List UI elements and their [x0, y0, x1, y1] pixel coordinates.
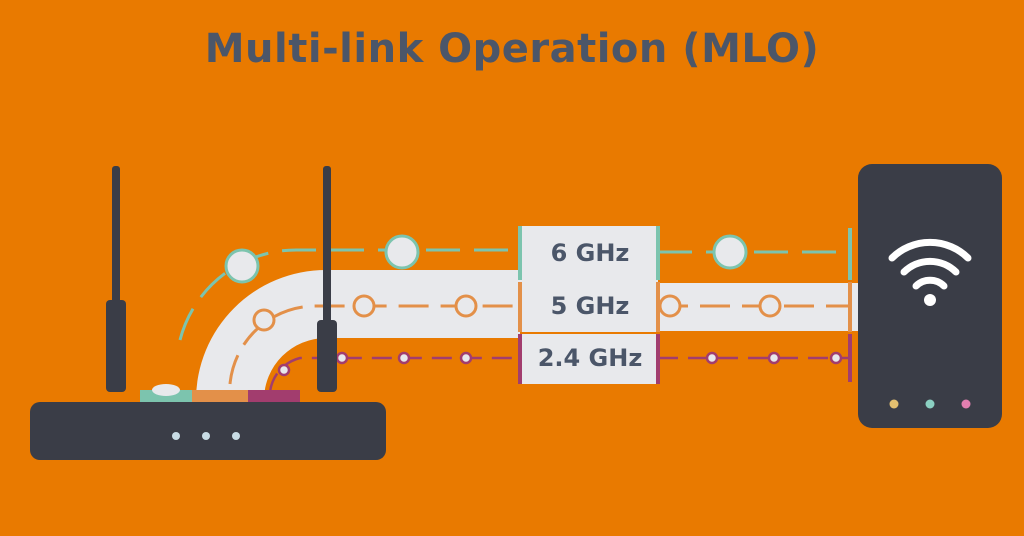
router-strip-5ghz: [192, 390, 248, 402]
band-24ghz-marker-left: [518, 334, 522, 384]
link-5ghz-node-5: [758, 294, 782, 318]
link-5ghz-node-3: [454, 294, 478, 318]
band-24ghz-marker-right: [656, 334, 660, 384]
link-6ghz-node-2: [384, 234, 420, 270]
client-led-yellow: [889, 399, 899, 409]
band-6ghz-tile: [520, 226, 658, 280]
band-6ghz-marker-left: [518, 226, 522, 280]
client-led-teal: [925, 399, 935, 409]
wifi-icon-dot: [924, 294, 936, 306]
client-marker-5ghz: [848, 282, 852, 332]
router-led-1: [172, 432, 180, 440]
router-body: [30, 402, 386, 460]
band-5ghz-marker-right: [656, 282, 660, 332]
link-5ghz-node-1: [252, 308, 276, 332]
band-24ghz-tile: [520, 334, 658, 384]
band-label-6ghz: 6 GHz: [550, 239, 630, 267]
band-label-24ghz: 2.4 GHz: [537, 344, 643, 372]
router-antenna-left: [106, 166, 126, 392]
client-led-pink: [961, 399, 971, 409]
link-24ghz-curve: [268, 356, 520, 393]
link-5ghz-node-2: [352, 294, 376, 318]
curved-band-path: [196, 270, 520, 400]
link-6ghz-node-1: [224, 248, 260, 284]
link-24ghz-node-2: [335, 351, 349, 365]
router-glow: [152, 384, 180, 396]
link-24ghz-node-3: [397, 351, 411, 365]
router-strip-24ghz: [248, 390, 300, 402]
link-24ghz-node-6: [767, 351, 781, 365]
link-5ghz-node-4: [658, 294, 682, 318]
client-marker-6ghz: [848, 228, 852, 280]
router-led-3: [232, 432, 240, 440]
link-24ghz-node-5: [705, 351, 719, 365]
page-title: Multi-link Operation (MLO): [204, 26, 820, 72]
link-6ghz-node-3: [712, 234, 748, 270]
router-led-2: [202, 432, 210, 440]
band-6ghz-marker-right: [656, 226, 660, 280]
wifi-icon: [888, 238, 972, 290]
client-marker-24ghz: [848, 334, 852, 382]
band-label-5ghz: 5 GHz: [550, 292, 630, 320]
router-antenna-right: [317, 166, 337, 392]
link-24ghz-node-7: [829, 351, 843, 365]
link-24ghz-node-1: [277, 363, 291, 377]
band-5ghz-tile: [520, 280, 658, 332]
link-24ghz-node-4: [459, 351, 473, 365]
band-5ghz-marker-left: [518, 282, 522, 332]
link-6ghz-curve: [178, 248, 520, 341]
